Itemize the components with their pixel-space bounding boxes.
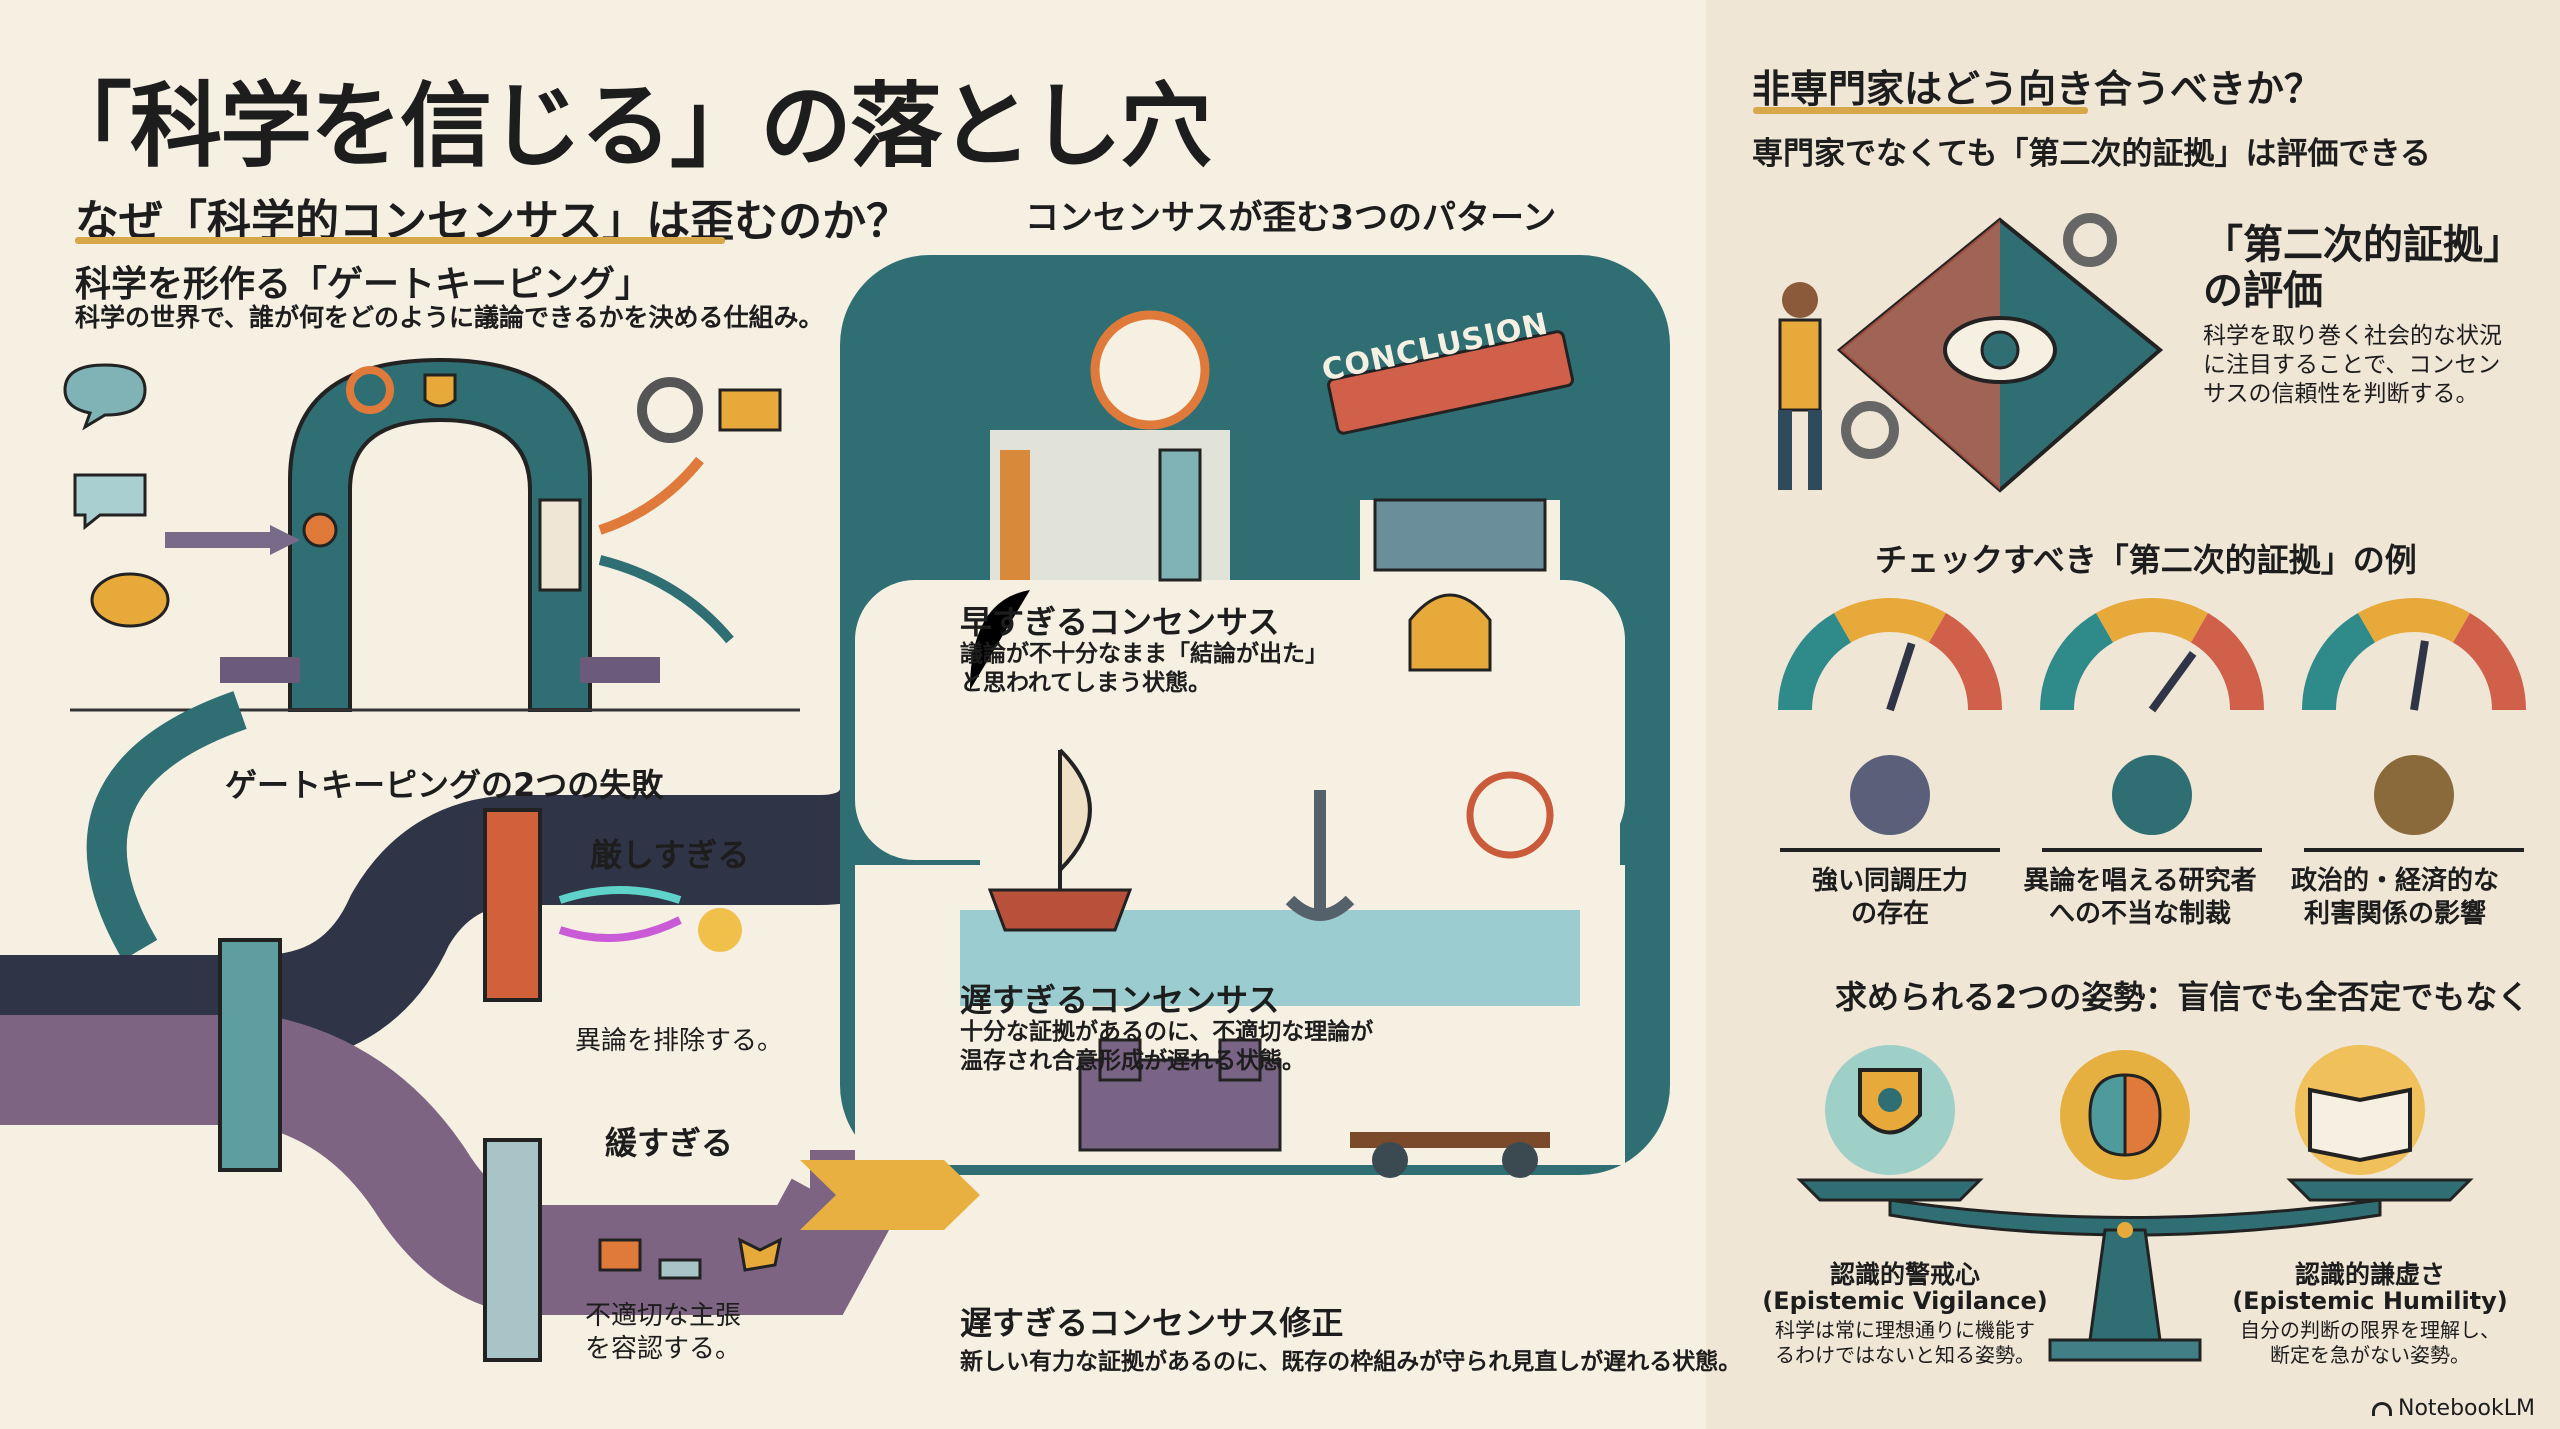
pattern-1-title: 早すぎるコンセンサス <box>960 603 1280 641</box>
researcher-icon <box>2112 755 2192 835</box>
strict-path <box>0 795 820 1065</box>
failures-title: ゲートキーピングの2つの失敗 <box>225 766 664 804</box>
heading-underline <box>75 237 725 244</box>
gate-icon <box>218 938 282 1172</box>
stance-2-en: (Epistemic Humility) <box>2232 1287 2508 1315</box>
speech-bubble-icon <box>718 388 782 432</box>
money-scale-icon <box>2374 755 2454 835</box>
gauge-segment <box>1928 613 2002 711</box>
gauge-segment <box>1778 613 1852 711</box>
pattern-2-desc: 十分な証拠があるのに、不適切な理論が 温存され合意形成が遅れる状態。 <box>960 1019 1374 1074</box>
check-2-label: 異論を唱える研究者 への不当な制裁 <box>2023 866 2257 929</box>
check-gauges <box>1778 598 2526 852</box>
gauge-segment <box>1834 598 1946 643</box>
check-1-label: 強い同調圧力 の存在 <box>1811 866 1968 929</box>
check-title: チェックすべき「第二次的証拠」の例 <box>1875 541 2417 579</box>
pattern-1-desc: 議論が不十分なまま「結論が出た」 と思われてしまう状態。 <box>960 641 1328 696</box>
castle-icon <box>1078 1058 1282 1152</box>
pattern-3-desc: 新しい有力な証拠があるのに、既存の枠組みが守られ見直しが遅れる状態。 <box>960 1349 1742 1375</box>
failure-lenient-label: 緩すぎる <box>605 1124 734 1162</box>
pattern-3-title: 遅すぎるコンセンサス修正 <box>960 1304 1344 1342</box>
right-subheading: 専門家でなくても「第二次的証拠」は評価できる <box>1752 136 2431 172</box>
gauge-segment <box>2302 613 2376 711</box>
gauge-segment <box>2358 598 2470 643</box>
failure-strict-label: 厳しすぎる <box>590 836 750 874</box>
anchor-icon <box>1285 790 1355 921</box>
evaluation-illustration <box>1778 213 2164 493</box>
conclusion-sign <box>1327 330 1574 435</box>
gauge-needle <box>2410 640 2429 711</box>
gauge-needle <box>2148 651 2197 713</box>
gate-arch-icon <box>288 357 592 712</box>
clock-icon <box>1466 771 1554 859</box>
speech-bubble-icon <box>63 363 147 431</box>
evaluation-title: 「第二次的証拠」 の評価 <box>2203 222 2523 314</box>
right-heading: 非専門家はどう向き合うべきか？ <box>1752 67 2323 111</box>
gear-icon <box>2063 213 2117 267</box>
stance-title: 求められる2つの姿勢：盲信でも全否定でもなく <box>1835 978 2530 1016</box>
notebooklm-icon <box>2372 1401 2392 1416</box>
stance-1-desc: 科学は常に理想通りに機能す るわけではないと知る姿勢。 <box>1775 1318 2035 1367</box>
gauge-segment <box>2190 613 2264 711</box>
failure-strict-desc: 異論を排除する。 <box>575 1026 784 1056</box>
patterns-flow-illustration <box>800 255 1670 1178</box>
shield-icon <box>423 373 457 408</box>
people-crowd-icon <box>1850 755 1930 835</box>
brand-logo: NotebookLM <box>2372 1396 2535 1421</box>
stance-2-desc: 自分の判断の限界を理解し、 断定を急がない姿勢。 <box>2240 1318 2500 1367</box>
wall-icon <box>483 808 542 1002</box>
arrow-out-icon <box>598 456 704 535</box>
brand-name: NotebookLM <box>2398 1396 2535 1421</box>
ship-icon <box>987 888 1133 932</box>
gauge-segment <box>2040 613 2114 711</box>
gauge-needle <box>1886 642 1916 712</box>
scale-beam <box>1888 1198 2382 1237</box>
gate-illustration <box>63 357 800 712</box>
heading-underline <box>1753 107 2088 114</box>
lightbulb-icon <box>698 908 742 952</box>
lenient-path <box>0 1015 933 1315</box>
stance-1-name: 認識的警戒心 <box>1829 1260 1980 1289</box>
filter-icon <box>483 1138 542 1362</box>
speech-bubble-icon <box>90 572 170 628</box>
gear-icon <box>637 377 703 443</box>
person-icon <box>1782 282 1818 318</box>
gatekeeping-desc: 科学の世界で、誰が何をどのように議論できるかを決める仕組み。 <box>75 303 824 332</box>
stopwatch-icon <box>1090 310 1210 430</box>
page-title: 「科学を信じる」の落とし穴 <box>40 73 1212 180</box>
gear-icon <box>346 366 394 414</box>
gear-icon <box>1841 401 1899 459</box>
gauge-segment <box>2452 613 2526 711</box>
gauge-segment <box>2096 598 2208 643</box>
center-heading: コンセンサスが歪む3つのパターン <box>1025 198 1557 238</box>
failure-lenient-desc: 不適切な主張 を容認する。 <box>585 1301 742 1364</box>
stance-2-name: 認識的謙虚さ <box>2294 1260 2445 1289</box>
speech-bubble-icon <box>73 473 147 531</box>
pattern-2-title: 遅すぎるコンセンサス <box>960 981 1280 1019</box>
gatekeeping-title: 科学を形作る「ゲートキーピング」 <box>75 264 652 305</box>
check-3-label: 政治的・経済的な 利害関係の影響 <box>2290 866 2499 929</box>
evaluation-desc: 科学を取り巻く社会的な状況 に注目することで、コンセン サスの信頼性を判断する。 <box>2203 323 2502 407</box>
building-icon <box>1373 498 1547 572</box>
stance-1-en: (Epistemic Vigilance) <box>1762 1287 2048 1315</box>
balance-scale-illustration <box>1796 1045 2474 1362</box>
